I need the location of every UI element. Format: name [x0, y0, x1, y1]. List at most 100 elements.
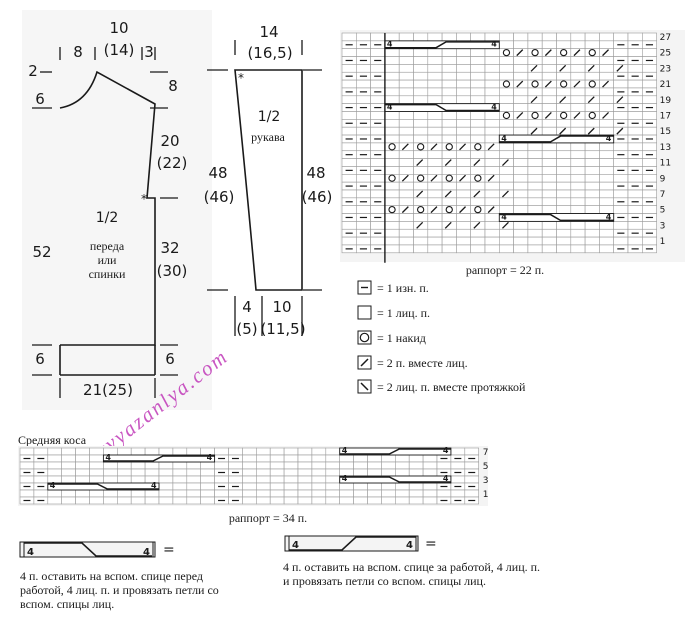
legend-text-purl: = 1 изн. п.	[377, 281, 429, 295]
chart-cell	[370, 32, 386, 42]
chart-cell	[61, 489, 76, 498]
chart-cell	[413, 95, 429, 104]
chart-cell	[584, 95, 600, 104]
chart-cell	[158, 461, 174, 470]
chart-cell	[413, 111, 429, 120]
chart-cell	[627, 64, 643, 73]
chart-cell	[613, 205, 629, 214]
legend-text-yarn-over: = 1 накид	[377, 331, 426, 345]
main-chart-symbols	[388, 48, 624, 229]
chart-cell	[484, 79, 500, 89]
chart-cell	[341, 32, 357, 42]
chart-cell	[283, 496, 299, 505]
chart-cell	[641, 126, 657, 136]
chart-cell	[398, 244, 414, 254]
chart-cell	[398, 236, 414, 246]
chart-cell	[353, 482, 368, 491]
chart-cell	[498, 64, 514, 73]
chart-cell	[541, 166, 557, 175]
chart-cell	[527, 56, 543, 65]
decrease-mark	[530, 96, 538, 104]
chart-cell	[470, 236, 486, 246]
chart-cell	[513, 119, 529, 128]
chart-cell	[186, 461, 202, 470]
chart-cell	[498, 166, 514, 175]
chart-cell	[641, 189, 657, 199]
sleeve-dim-bottom: 10	[272, 298, 291, 316]
chart-cell	[441, 32, 457, 42]
cable-key-right-equals: =	[425, 536, 437, 552]
cable-cross-b-line	[47, 483, 159, 490]
chart-cell	[584, 174, 600, 183]
legend-text-knit: = 1 лиц. п.	[377, 306, 430, 320]
chart-cell	[541, 158, 557, 167]
decrease-mark	[516, 80, 524, 88]
chart-cell	[498, 174, 514, 183]
chart-cell	[75, 489, 90, 498]
chart-cell	[353, 461, 368, 470]
chart-cell	[441, 56, 457, 65]
chart-cell	[484, 64, 500, 73]
chart-cell	[413, 236, 429, 246]
chart-cell	[341, 95, 357, 104]
chart-cell	[384, 189, 400, 199]
cable-cross-a-line	[103, 455, 215, 462]
chart-cell	[158, 482, 174, 491]
chart-cell	[541, 95, 557, 104]
decrease-mark	[573, 80, 581, 88]
chart-cell	[339, 489, 354, 498]
chart-cell	[427, 181, 443, 191]
chart-cell	[484, 221, 500, 230]
chart-cell	[484, 205, 500, 214]
chart-cell	[470, 181, 486, 191]
chart-cell	[541, 181, 557, 191]
chart-cell	[398, 213, 414, 222]
chart-cell	[498, 244, 514, 254]
main-row-number: 13	[660, 143, 671, 153]
marker-star: *	[141, 192, 147, 206]
chart-cell	[19, 447, 35, 456]
chart-cell	[269, 482, 285, 491]
chart-cell	[599, 87, 615, 97]
decrease-mark	[573, 49, 581, 57]
decrease-mark	[573, 111, 581, 119]
chart-cell	[527, 197, 543, 207]
chart-cell	[584, 158, 600, 167]
chart-cell	[367, 461, 382, 470]
sleeve-fraction: 1/2	[258, 109, 281, 125]
chart-cell	[339, 482, 354, 491]
sleeve-outline	[234, 69, 303, 291]
chart-cell	[498, 150, 514, 159]
dim-total-height: 52	[32, 243, 51, 261]
chart-cell	[47, 489, 62, 498]
chart-cell	[19, 461, 35, 470]
main-row-number: 7	[660, 190, 666, 200]
chart-cell	[413, 119, 429, 128]
chart-cell	[214, 447, 229, 456]
chart-cell	[427, 197, 443, 207]
chart-cell	[527, 236, 543, 246]
chart-cell	[370, 48, 386, 57]
decrease-mark	[516, 49, 524, 57]
chart-cell	[427, 213, 443, 222]
chart-cell	[144, 496, 160, 505]
chart-cell	[61, 468, 76, 477]
chart-cell	[89, 475, 104, 484]
chart-cell	[556, 174, 572, 183]
chart-cell	[398, 197, 414, 207]
chart-cell	[370, 111, 386, 120]
chart-cell	[441, 236, 457, 246]
chart-cell	[470, 95, 486, 104]
chart-cell	[408, 496, 424, 505]
chart-cell	[484, 228, 500, 238]
chart-cell	[370, 95, 386, 104]
yarn-over-mark	[388, 174, 396, 182]
decrease-mark	[416, 221, 424, 229]
chart-cell	[470, 119, 486, 128]
chart-cell	[641, 95, 657, 104]
chart-cell	[427, 150, 443, 159]
chart-cell	[456, 197, 471, 207]
